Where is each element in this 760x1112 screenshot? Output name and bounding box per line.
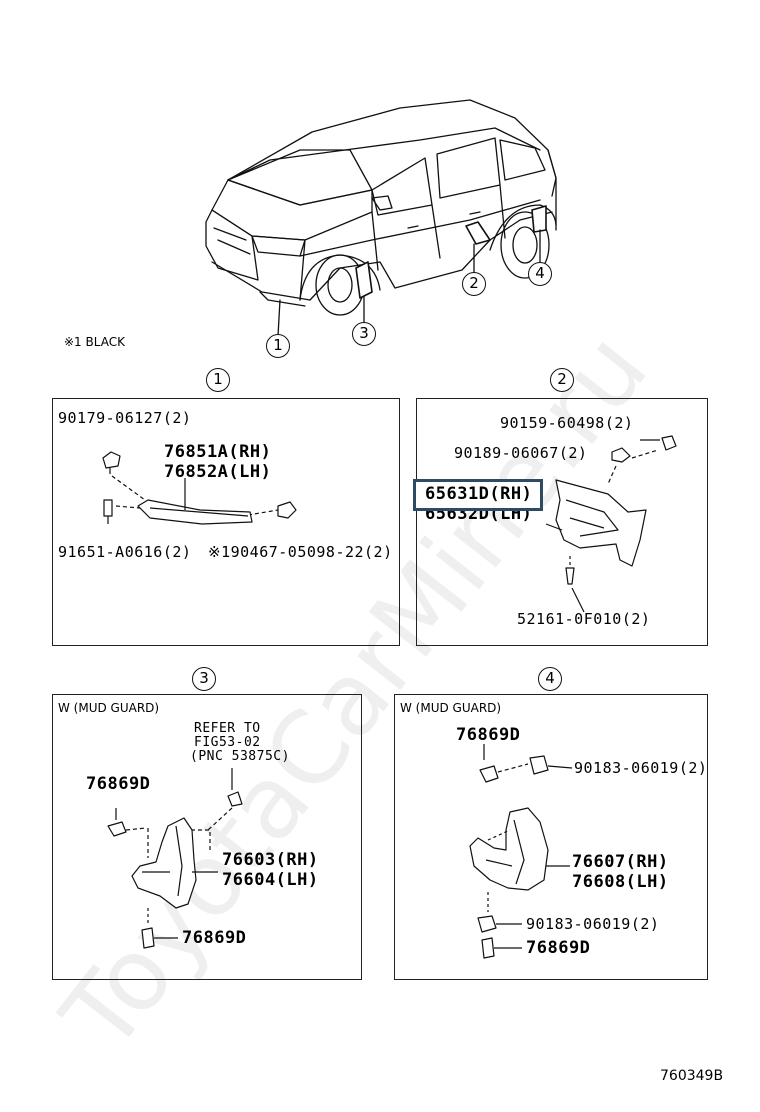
part-label-76852A[interactable]: 76852A(LH) — [164, 462, 272, 482]
part-label-76869D-bottom[interactable]: 76869D — [526, 938, 591, 958]
panel-4-header: W (MUD GUARD) — [400, 701, 502, 715]
callout-4[interactable]: 4 — [528, 262, 552, 286]
callout-1[interactable]: 1 — [266, 334, 290, 358]
part-label-76869D-top[interactable]: 76869D — [86, 774, 151, 794]
panel-1 — [52, 398, 400, 646]
part-label-90183-06019-top[interactable]: 90183-06019(2) — [574, 759, 708, 777]
panel-2 — [416, 398, 708, 646]
part-label-90183-06019-bottom[interactable]: 90183-06019(2) — [526, 915, 660, 933]
part-label-90159-60498[interactable]: 90159-60498(2) — [500, 414, 634, 432]
panel-4-number: 4 — [538, 667, 562, 691]
part-label-76604[interactable]: 76604(LH) — [222, 870, 319, 890]
part-label-76607[interactable]: 76607(RH) — [572, 852, 669, 872]
part-label-52161-0F010[interactable]: 52161-0F010(2) — [517, 610, 651, 628]
panel-2-number: 2 — [550, 368, 574, 392]
panel-1-number: 1 — [206, 368, 230, 392]
part-label-90467-05098-22[interactable]: ※190467-05098-22(2) — [208, 543, 393, 561]
panel-4 — [394, 694, 708, 980]
panel-3-number: 3 — [192, 667, 216, 691]
part-label-91651-A0616[interactable]: 91651-A0616(2) — [58, 543, 192, 561]
callout-2[interactable]: 2 — [462, 272, 486, 296]
panel-3-header: W (MUD GUARD) — [58, 701, 160, 715]
highlight-box — [413, 479, 543, 511]
refer-line-2[interactable]: FIG53-02 — [194, 735, 261, 750]
callout-3[interactable]: 3 — [352, 322, 376, 346]
part-label-90179-06127[interactable]: 90179-06127(2) — [58, 409, 192, 427]
part-label-76869D-bottom[interactable]: 76869D — [182, 928, 247, 948]
part-label-76869D-top[interactable]: 76869D — [456, 725, 521, 745]
part-label-90189-06067[interactable]: 90189-06067(2) — [454, 444, 588, 462]
part-label-76608[interactable]: 76608(LH) — [572, 872, 669, 892]
panel-3 — [52, 694, 362, 980]
refer-line-1: REFER TO — [194, 721, 261, 736]
refer-line-3: (PNC 53875C) — [190, 749, 290, 764]
part-label-65631D[interactable]: 65631D(RH) — [425, 484, 533, 504]
black-note: ※1 BLACK — [64, 335, 125, 349]
part-label-76851A[interactable]: 76851A(RH) — [164, 442, 272, 462]
part-label-76603[interactable]: 76603(RH) — [222, 850, 319, 870]
figure-code: 760349B — [660, 1068, 724, 1084]
